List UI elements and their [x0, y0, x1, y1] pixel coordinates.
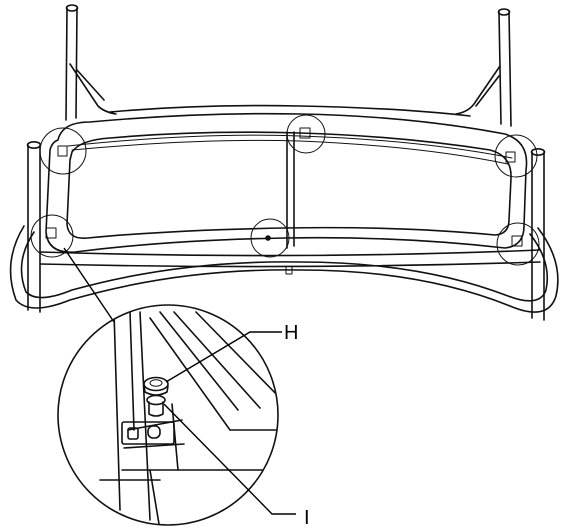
seat-frame-outer [45, 112, 528, 253]
zoom-circle-border [57, 304, 279, 526]
zoom-detail [57, 304, 279, 526]
washer-i [146, 394, 166, 417]
rear-left-leg [65, 4, 79, 121]
back-rail [109, 104, 471, 117]
leg-braces [69, 63, 501, 115]
callout-label-h: H [284, 322, 298, 344]
rear-right-leg [497, 8, 512, 127]
callout-label-i: I [304, 507, 310, 529]
center-support [286, 131, 295, 249]
callout-h: H [165, 322, 298, 383]
bench-frame [9, 4, 559, 321]
seat-frame-inner [66, 131, 512, 240]
screw-h [143, 376, 169, 396]
screw-position-circles [30, 114, 540, 266]
seat-slats [67, 134, 513, 165]
zoom-leader-line [63, 247, 115, 323]
callout-i: I [163, 403, 310, 529]
base-rocker [9, 225, 559, 313]
front-left-leg [26, 141, 42, 313]
corner-blocks [45, 127, 523, 247]
